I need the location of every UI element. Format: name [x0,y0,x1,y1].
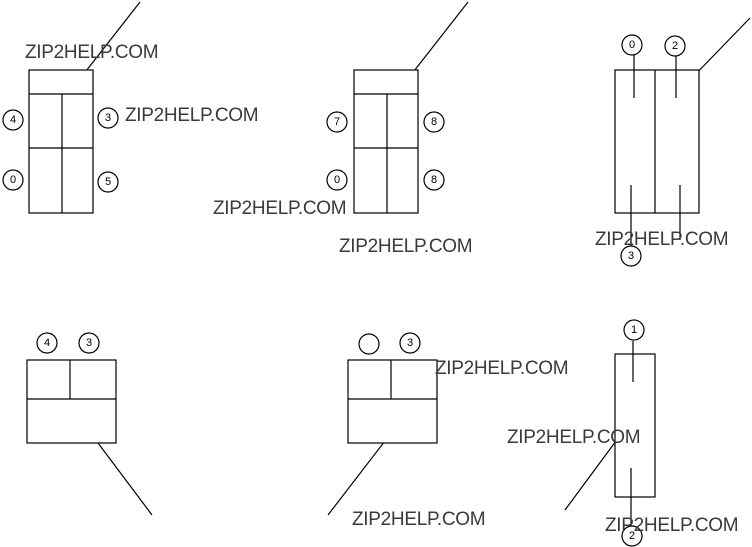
marker-p1-b: 3 [97,107,119,129]
marker-p2-b: 8 [423,111,445,133]
svg-text:3: 3 [407,337,413,349]
svg-text:2: 2 [672,40,678,52]
marker-p6-a: 1 [623,319,645,341]
panel-3: 0 2 3 [614,17,751,267]
watermark-text: ZIP2HELP.COM [339,236,473,257]
svg-text:3: 3 [86,337,92,349]
watermark-text: ZIP2HELP.COM [213,198,347,219]
marker-p5-a [358,333,380,355]
marker-p2-d: 8 [423,169,445,191]
watermark-text: ZIP2HELP.COM [435,358,569,379]
svg-text:0: 0 [334,174,340,186]
svg-text:4: 4 [44,337,50,349]
panel-6: 1 2 [564,319,656,547]
svg-text:7: 7 [334,116,340,128]
panel-2: 7 8 0 8 [326,1,469,214]
marker-p4-b: 3 [78,332,100,354]
watermark-text: ZIP2HELP.COM [352,509,486,530]
marker-p3-a: 0 [621,34,643,56]
watermark-text: ZIP2HELP.COM [605,515,739,536]
marker-p5-b: 3 [399,332,421,354]
svg-text:0: 0 [629,39,635,51]
marker-p6-b: 2 [621,525,643,547]
watermark-text: ZIP2HELP.COM [595,229,729,250]
marker-p4-a: 4 [36,332,58,354]
svg-text:3: 3 [105,112,111,124]
svg-text:2: 2 [629,530,635,542]
watermark-text: ZIP2HELP.COM [125,105,259,126]
svg-text:0: 0 [10,174,16,186]
panel-5: 3 [327,332,438,516]
watermark-text: ZIP2HELP.COM [25,42,159,63]
panel-1: 4 3 0 5 [2,1,141,214]
svg-text:3: 3 [628,250,634,262]
svg-text:4: 4 [10,114,16,126]
marker-p3-c: 3 [620,245,642,267]
watermark-text: ZIP2HELP.COM [507,427,641,448]
marker-p1-a: 4 [2,109,24,131]
svg-text:8: 8 [431,116,437,128]
marker-p2-a: 7 [326,111,348,133]
marker-p3-b: 2 [664,35,686,57]
marker-p1-d: 5 [97,171,119,193]
svg-text:5: 5 [105,176,111,188]
svg-text:1: 1 [631,324,637,336]
marker-p1-c: 0 [2,169,24,191]
svg-text:8: 8 [431,174,437,186]
panel-4: 4 3 [26,332,153,516]
marker-p2-c: 0 [326,169,348,191]
